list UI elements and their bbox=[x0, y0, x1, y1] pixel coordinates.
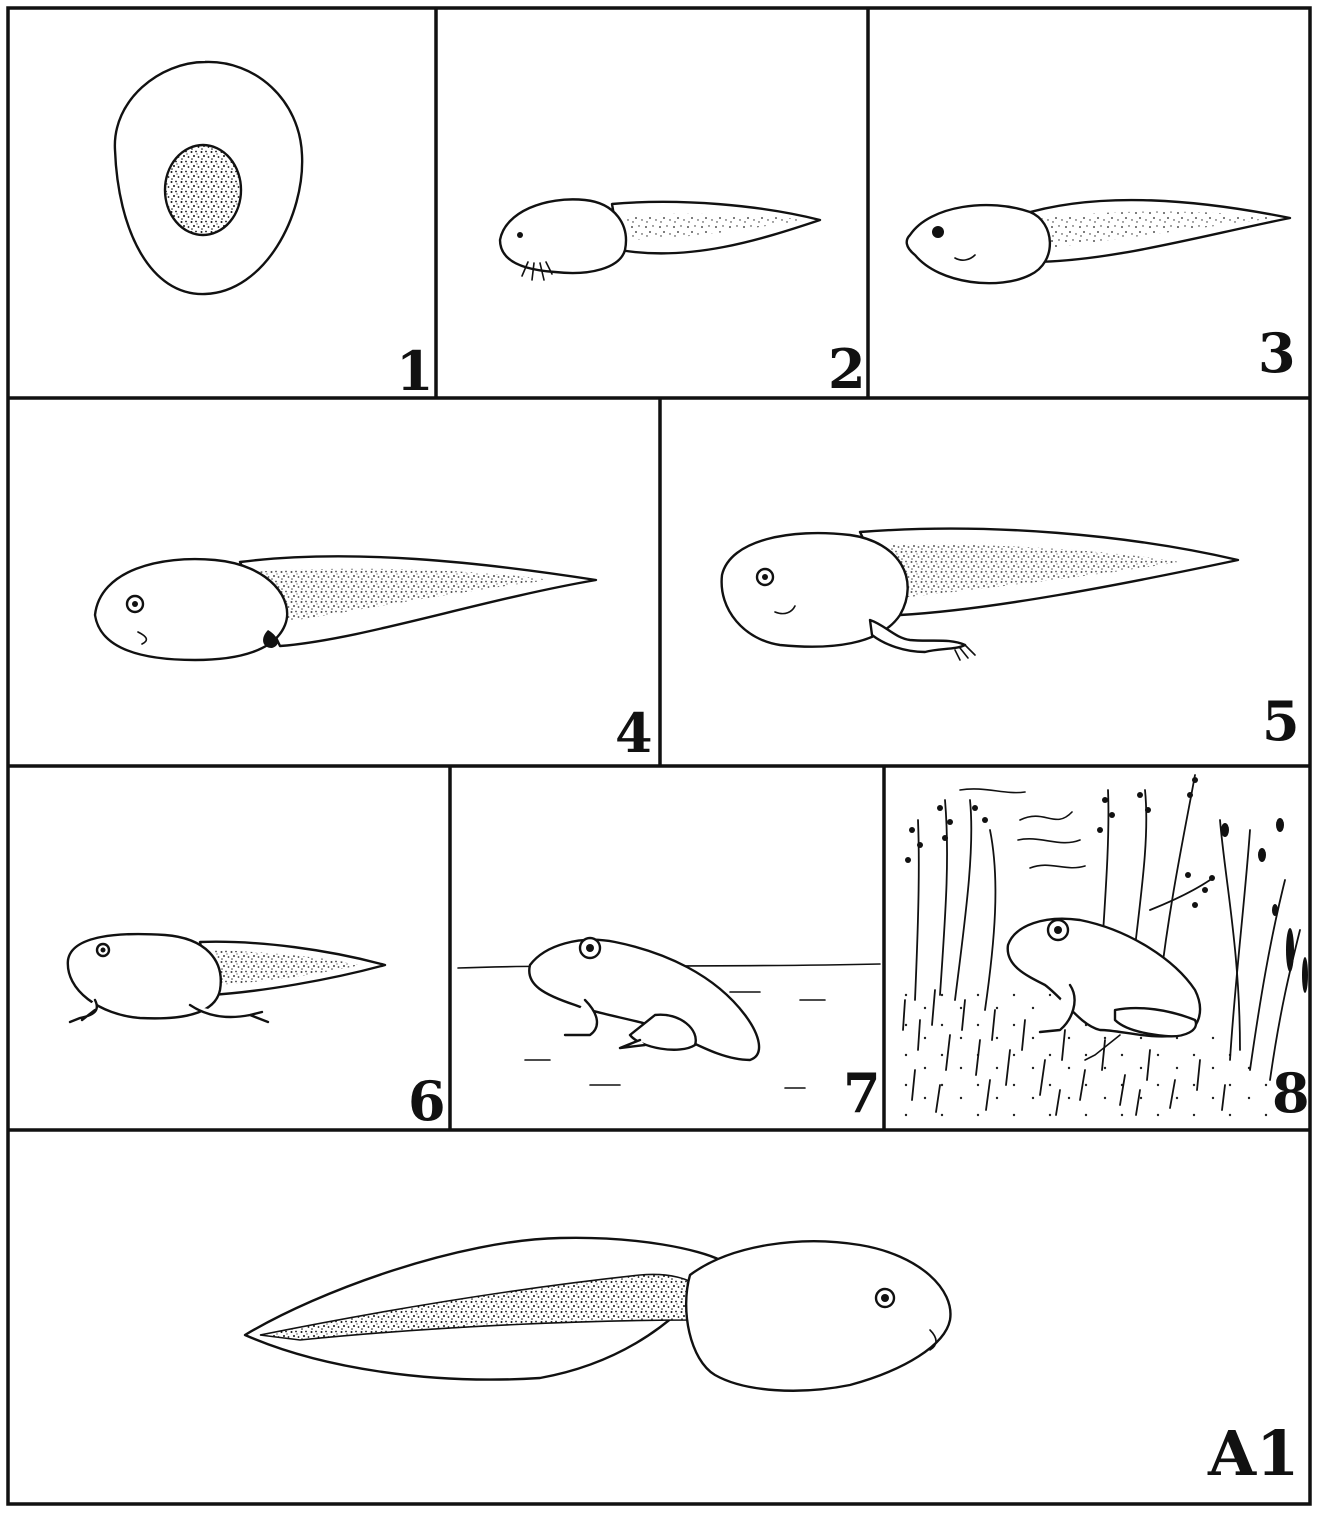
panel-6-four-legs bbox=[68, 934, 385, 1022]
panel-4-tadpole-leg-buds bbox=[95, 556, 596, 660]
label-6: 6 bbox=[408, 1069, 446, 1133]
label-4: 4 bbox=[615, 701, 653, 765]
label-5: 5 bbox=[1262, 689, 1300, 753]
panel-A1-large-tadpole bbox=[245, 1238, 950, 1391]
label-2: 2 bbox=[828, 337, 866, 401]
label-1: 1 bbox=[396, 339, 434, 403]
label-8: 8 bbox=[1272, 1061, 1310, 1125]
panel-3-tadpole bbox=[907, 200, 1290, 283]
panel-7-froglet bbox=[458, 938, 880, 1088]
panel-1-egg bbox=[115, 62, 302, 294]
label-7: 7 bbox=[843, 1061, 881, 1125]
panel-2-hatchling bbox=[500, 199, 820, 280]
label-A1: A1 bbox=[1207, 1417, 1299, 1490]
panel-8-adult-frog bbox=[892, 775, 1308, 1118]
panel-5-tadpole-hind-legs bbox=[722, 529, 1238, 660]
label-3: 3 bbox=[1258, 321, 1296, 385]
